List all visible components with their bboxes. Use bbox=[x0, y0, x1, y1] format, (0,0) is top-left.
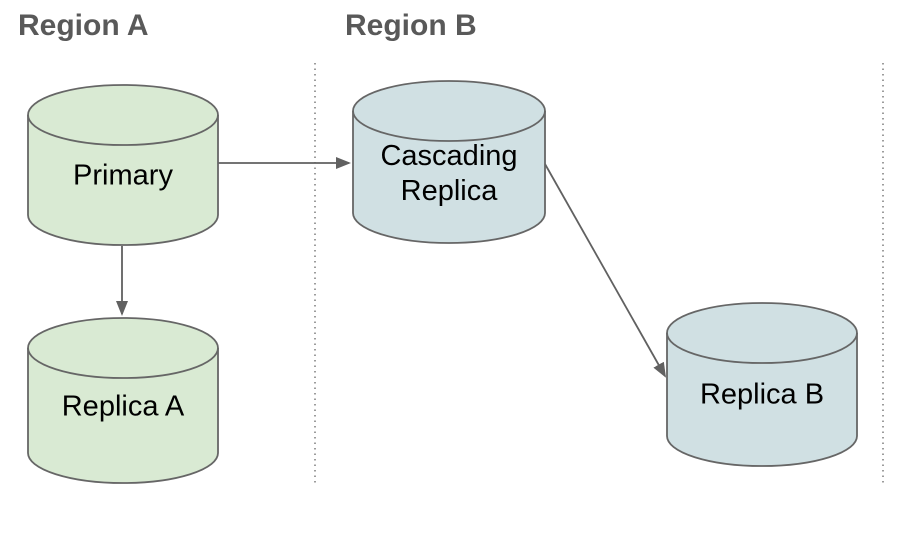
primary-cylinder-body bbox=[27, 84, 219, 246]
replica-b-label: Replica B bbox=[699, 378, 825, 411]
cascading-replica-label: Cascading Replica bbox=[380, 140, 518, 207]
replica-a-cylinder-rim bbox=[27, 347, 219, 379]
primary-label: Primary bbox=[73, 159, 173, 192]
replica-b-cylinder-body bbox=[666, 302, 858, 467]
cascading-replica-cylinder-rim bbox=[352, 110, 546, 142]
replica-b-database-cylinder-icon bbox=[666, 302, 858, 467]
cascading-replica-cylinder-body bbox=[352, 80, 546, 244]
replica-a-label: Replica A bbox=[61, 390, 185, 423]
primary-cylinder-rim bbox=[27, 114, 219, 146]
primary-database-cylinder-icon bbox=[27, 84, 219, 246]
replica-a-database-cylinder-icon bbox=[27, 317, 219, 484]
replica-b-cylinder-rim bbox=[666, 332, 858, 364]
region-b-title: Region B bbox=[345, 9, 477, 42]
region-a-title: Region A bbox=[18, 9, 149, 42]
replica-a-cylinder-body bbox=[27, 317, 219, 484]
arrow-cascading-replica-to-replica-b bbox=[544, 163, 666, 378]
cascading-replica-database-cylinder-icon bbox=[352, 80, 546, 244]
